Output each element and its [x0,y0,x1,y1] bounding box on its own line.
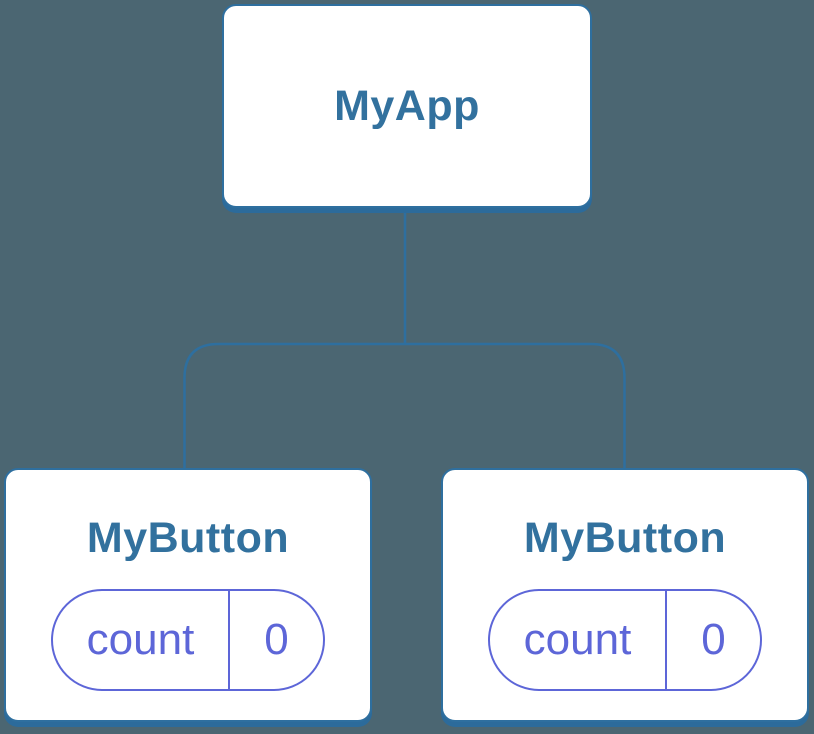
state-value: 0 [264,615,289,664]
state-pill: count 0 [51,589,325,691]
node-myapp: MyApp [222,4,592,208]
state-key: count [53,591,230,689]
node-mybutton-2-label: MyButton [523,514,727,562]
state-pill: count 0 [488,589,762,691]
state-key: count [490,591,667,689]
node-mybutton-2: MyButton count 0 [441,468,809,722]
node-mybutton-1-label: MyButton [86,514,290,562]
node-mybutton-1: MyButton count 0 [4,468,372,722]
children-connector-bracket [183,342,626,470]
node-myapp-label: MyApp [334,81,480,130]
state-value: 0 [701,615,726,664]
